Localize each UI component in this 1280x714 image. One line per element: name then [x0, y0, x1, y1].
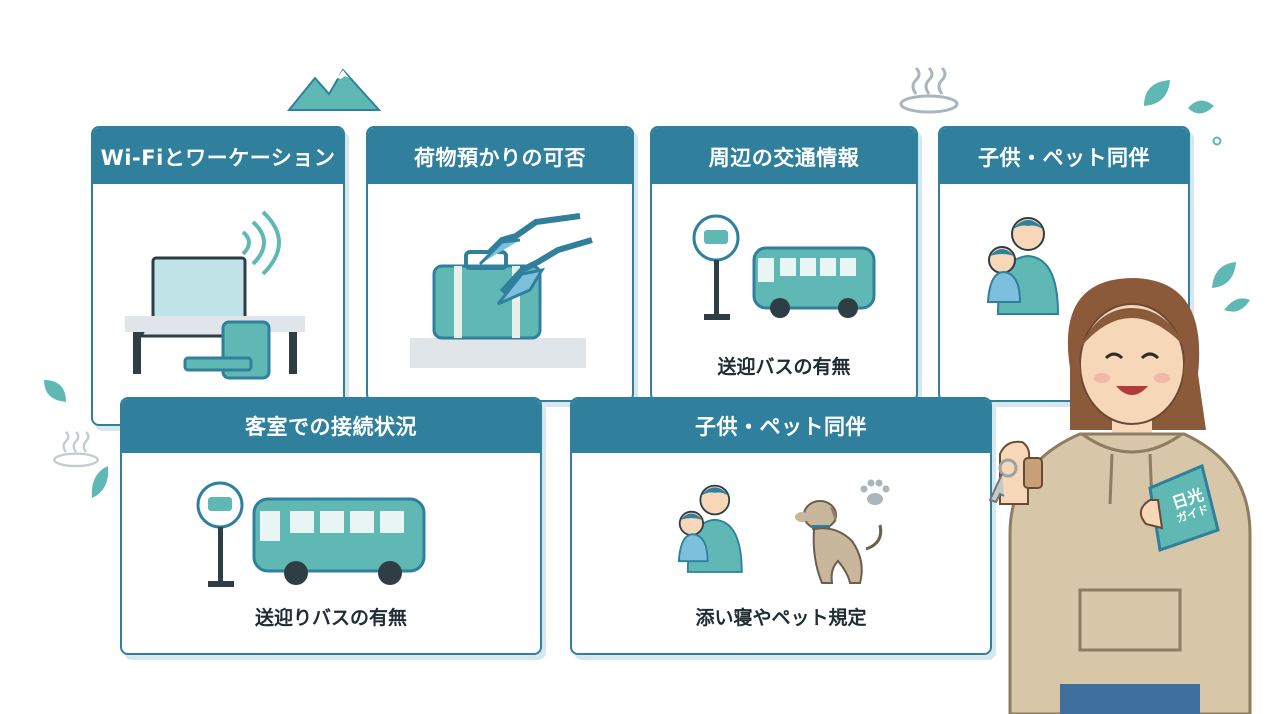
- laptop-desk-icon: [125, 210, 305, 380]
- card-title: 子供・ペット同伴: [572, 399, 990, 453]
- bus-icon: [252, 497, 426, 585]
- hot-spring-icon: [53, 431, 99, 468]
- leaf-icon: [91, 466, 109, 498]
- leaf-icon: [1224, 298, 1250, 312]
- card-title: 荷物預かりの可否: [368, 128, 632, 184]
- child-pet-rules-card[interactable]: 子供・ペット同伴 添い寝やペット規定: [570, 397, 992, 655]
- paw-print-icon: [860, 479, 890, 505]
- room-connection-card[interactable]: 客室での接続状況 送迎りバスの有無: [120, 397, 542, 655]
- luggage-hands-icon: [410, 213, 593, 368]
- bus-icon: [752, 246, 876, 318]
- transport-info-card[interactable]: 周辺の交通情報 送迎バスの有無: [650, 126, 918, 402]
- hot-spring-icon: [899, 66, 959, 114]
- mountain-icon: [286, 68, 382, 111]
- card-caption: 送迎りバスの有無: [254, 607, 407, 629]
- card-title: 周辺の交通情報: [652, 128, 916, 184]
- dot-icon: [1212, 136, 1222, 146]
- parent-child-icon: [986, 217, 1060, 315]
- woman-figure: [988, 278, 1252, 714]
- luggage-storage-card[interactable]: 荷物預かりの可否: [366, 126, 634, 402]
- leaf-icon: [44, 380, 66, 402]
- leaf-icon: [1188, 100, 1214, 114]
- bus-stop-icon: [692, 214, 740, 320]
- bus-stop-icon: [196, 481, 244, 587]
- card-caption: 送迎バスの有無: [717, 356, 851, 378]
- card-title: 客室での接続状況: [122, 399, 540, 453]
- leaf-icon: [1144, 80, 1170, 106]
- leaf-icon: [1212, 262, 1236, 288]
- card-caption: 添い寝やペット規定: [695, 607, 867, 629]
- woman-illustration: 日光 ガイド: [988, 278, 1260, 714]
- parent-child-icon: [677, 484, 743, 573]
- wifi-workation-card[interactable]: Wi-Fiとワーケーション: [91, 126, 345, 426]
- card-title: 子供・ペット同伴: [940, 128, 1188, 184]
- card-title: Wi-Fiとワーケーション: [93, 128, 343, 184]
- dog-icon: [795, 500, 883, 584]
